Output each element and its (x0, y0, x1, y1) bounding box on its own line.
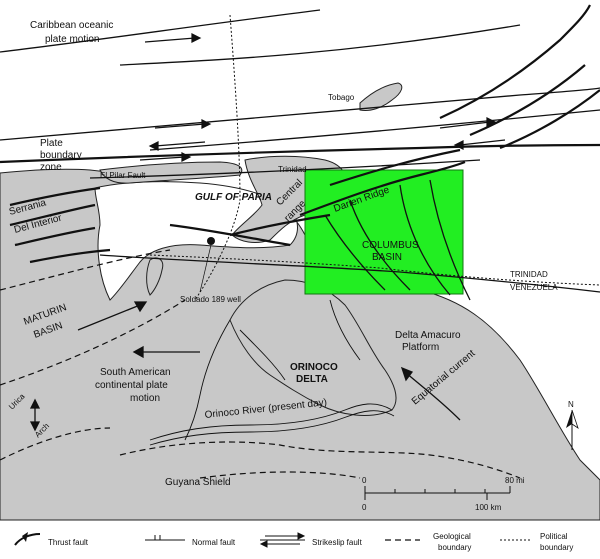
tobago-island (359, 82, 403, 111)
label-soldado-well: Soldado 189 well (180, 295, 241, 304)
label-south-american-1: South American (100, 367, 171, 378)
orinoco-river-bank (149, 410, 395, 446)
river-branch-1 (184, 319, 231, 441)
border-line (99, 254, 600, 293)
label-plate-boundary-2: boundary (40, 150, 82, 161)
caribbean-fault-2 (119, 24, 521, 66)
northern-fault-4 (89, 159, 481, 179)
el-pilar-fault (0, 143, 600, 164)
label-plate-boundary-1: Plate (40, 138, 63, 149)
central-range-fault (229, 213, 331, 237)
legend-normal-label: Normal fault (192, 538, 236, 547)
label-orinoco-delta-1: ORINOCO (290, 362, 338, 373)
strikeslip-arrows (139, 33, 506, 162)
darien-ridge-fault (299, 160, 466, 217)
thrust-fault-ne-1 (439, 4, 591, 120)
label-south-american-2: continental plate (95, 380, 168, 391)
geo-boundary-2 (0, 299, 186, 386)
north-arrow-icon (566, 409, 579, 450)
legend-thrust-icon (14, 532, 41, 546)
label-south-american-3: motion (130, 393, 160, 404)
caribbean-fault-top (0, 9, 321, 53)
geo-boundary-1 (0, 249, 171, 291)
normal-fault-basin-3 (349, 199, 411, 291)
label-guyana-shield: Guyana Shield (165, 477, 231, 488)
label-caribbean-motion-2: plate motion (45, 34, 99, 45)
legend-strikeslip-label: Strikeslip fault (312, 538, 363, 547)
scale-km-zero: 0 (362, 503, 367, 512)
label-gulf-of-paria: GULF OF PARIA (195, 192, 272, 203)
label-trinidad-border: TRINIDAD (510, 270, 548, 279)
normal-fault-basin-2 (429, 179, 471, 301)
label-el-pilar: El Pilar Fault (100, 171, 146, 180)
label-columbus-basin-2: BASIN (372, 252, 402, 263)
basin-thrust-1 (329, 148, 461, 187)
scale-mi-zero: 0 (362, 476, 367, 485)
legend-thrust-label: Thrust fault (48, 538, 89, 547)
plate-boundary-fault (149, 109, 600, 151)
geo-boundary-4 (119, 441, 521, 479)
serrania-thrust-2 (9, 203, 96, 227)
soldado-well-leader (199, 244, 212, 293)
scale-bar (364, 486, 511, 500)
legend-strikeslip-icon (259, 532, 306, 548)
gulf-of-paria-water (94, 181, 298, 301)
legend-political-label-2: boundary (540, 543, 573, 552)
label-orinoco-delta-2: DELTA (296, 374, 328, 385)
label-delta-amacuro-2: Platform (402, 342, 439, 353)
label-tobago: Tobago (328, 93, 355, 102)
label-delta-amacuro-1: Delta Amacuro (395, 330, 461, 341)
label-north: N (568, 400, 574, 409)
scale-km-max: 100 km (475, 503, 502, 512)
thrust-fault-ne-3 (499, 89, 600, 150)
geo-boundary-3 (0, 427, 111, 461)
geo-boundary-5 (199, 471, 361, 479)
label-venezuela-border: VENEZUELA (510, 283, 558, 292)
legend-geological-label-1: Geological (433, 532, 471, 541)
label-caribbean-motion-1: Caribbean oceanic (30, 20, 113, 31)
label-plate-boundary-3: zone (40, 162, 62, 173)
legend: Thrust fault Normal fault Strikeslip fau… (14, 532, 573, 552)
plate-motion-arrows (29, 301, 461, 432)
serrania-thrust-3 (14, 226, 96, 247)
legend-normal-icon (145, 535, 185, 541)
thrust-fault-ne-2 (469, 64, 586, 137)
label-columbus-basin-1: COLUMBUS (362, 240, 419, 251)
serrania-thrust-1 (9, 186, 101, 207)
columbus-basin-highlight (304, 169, 464, 295)
label-trinidad: Trinidad (278, 165, 307, 174)
normal-fault-basin-1 (399, 184, 451, 296)
orinoco-river (149, 403, 393, 441)
legend-political-label-1: Political (540, 532, 568, 541)
river-branch-2 (239, 329, 286, 381)
legend-geological-label-2: boundary (438, 543, 471, 552)
serrania-thrust-4 (29, 248, 111, 264)
river-branch-3 (329, 299, 361, 361)
caribbean-fault-3 (0, 87, 600, 141)
orinoco-delta-area (229, 279, 397, 416)
normal-fault-basin-4 (324, 214, 386, 291)
soldado-well-marker (207, 237, 215, 245)
scale-mi-max: 80 mi (505, 476, 525, 485)
